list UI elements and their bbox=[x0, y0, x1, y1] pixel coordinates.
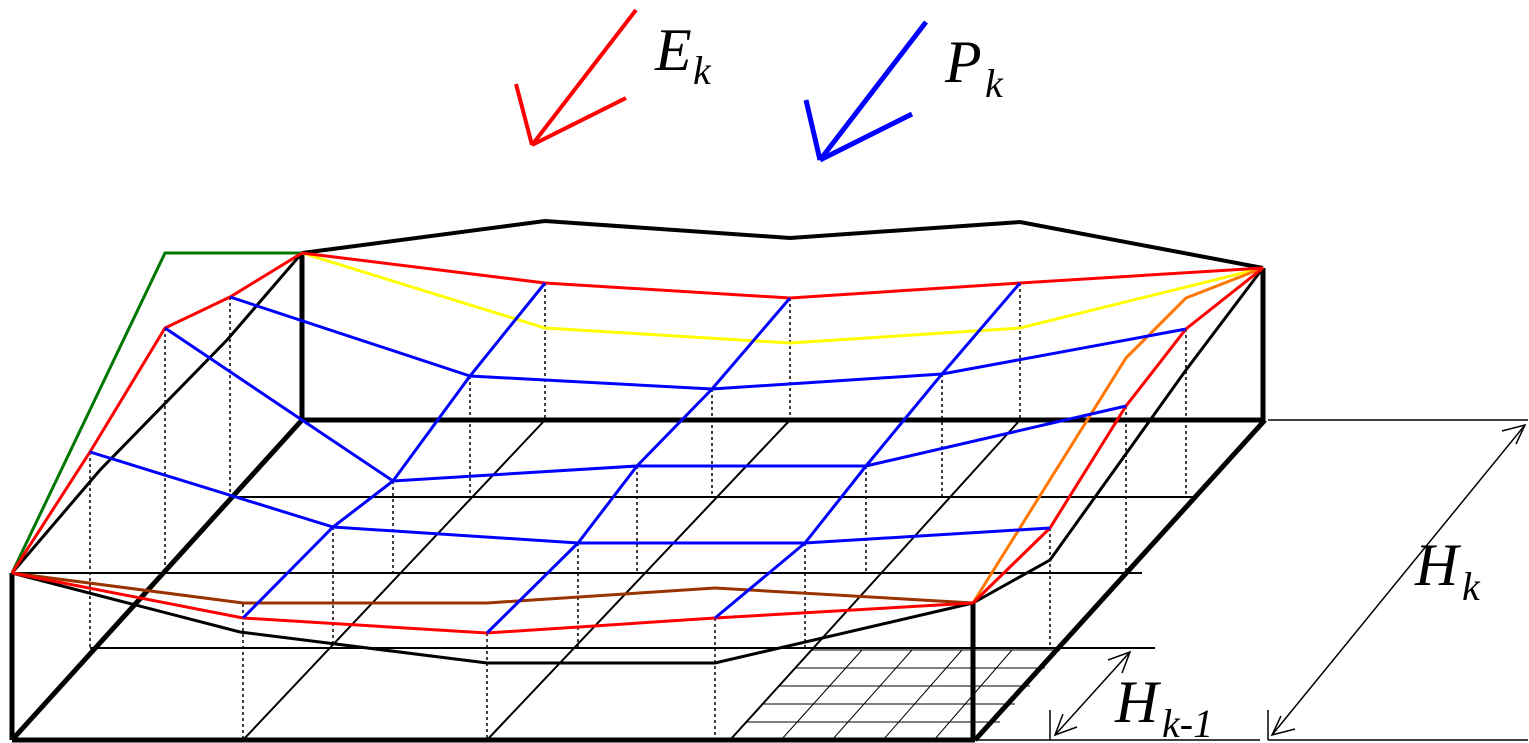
hk1-label: H bbox=[1114, 669, 1162, 735]
projection-lines bbox=[89, 283, 1187, 740]
e-label: E bbox=[654, 17, 692, 83]
base-grid-d bbox=[242, 419, 546, 741]
surface-blue-grid bbox=[89, 282, 1187, 635]
p-label: P bbox=[944, 29, 982, 95]
top-left-outline bbox=[10, 252, 304, 574]
hk-label-subscript: k bbox=[1462, 564, 1481, 609]
right-orange-edge bbox=[971, 266, 1264, 604]
hk-dimension bbox=[1267, 419, 1528, 741]
base-grid-d bbox=[729, 419, 1021, 741]
top-right-outline bbox=[972, 267, 1265, 605]
base-right-front-edge bbox=[973, 418, 1267, 742]
front-brown-edge bbox=[11, 571, 974, 605]
top-back-outline bbox=[301, 218, 1264, 270]
e-arrow bbox=[514, 8, 638, 147]
base-grid-d bbox=[486, 419, 791, 741]
hk-label: H bbox=[1414, 532, 1462, 598]
surface-red-boundary bbox=[10, 251, 1264, 635]
base-slab bbox=[10, 417, 1267, 743]
upper-box bbox=[9, 218, 1266, 740]
p-label-subscript: k bbox=[985, 61, 1004, 106]
hk1-label-subscript: k-1 bbox=[1162, 701, 1213, 743]
back-yellow-edge bbox=[301, 251, 1264, 345]
left-green-edge bbox=[10, 251, 302, 574]
p-arrow bbox=[803, 20, 928, 163]
hk1-dimension bbox=[975, 647, 1260, 741]
base-left-front-edge bbox=[10, 418, 304, 742]
e-label-subscript: k bbox=[693, 48, 712, 93]
